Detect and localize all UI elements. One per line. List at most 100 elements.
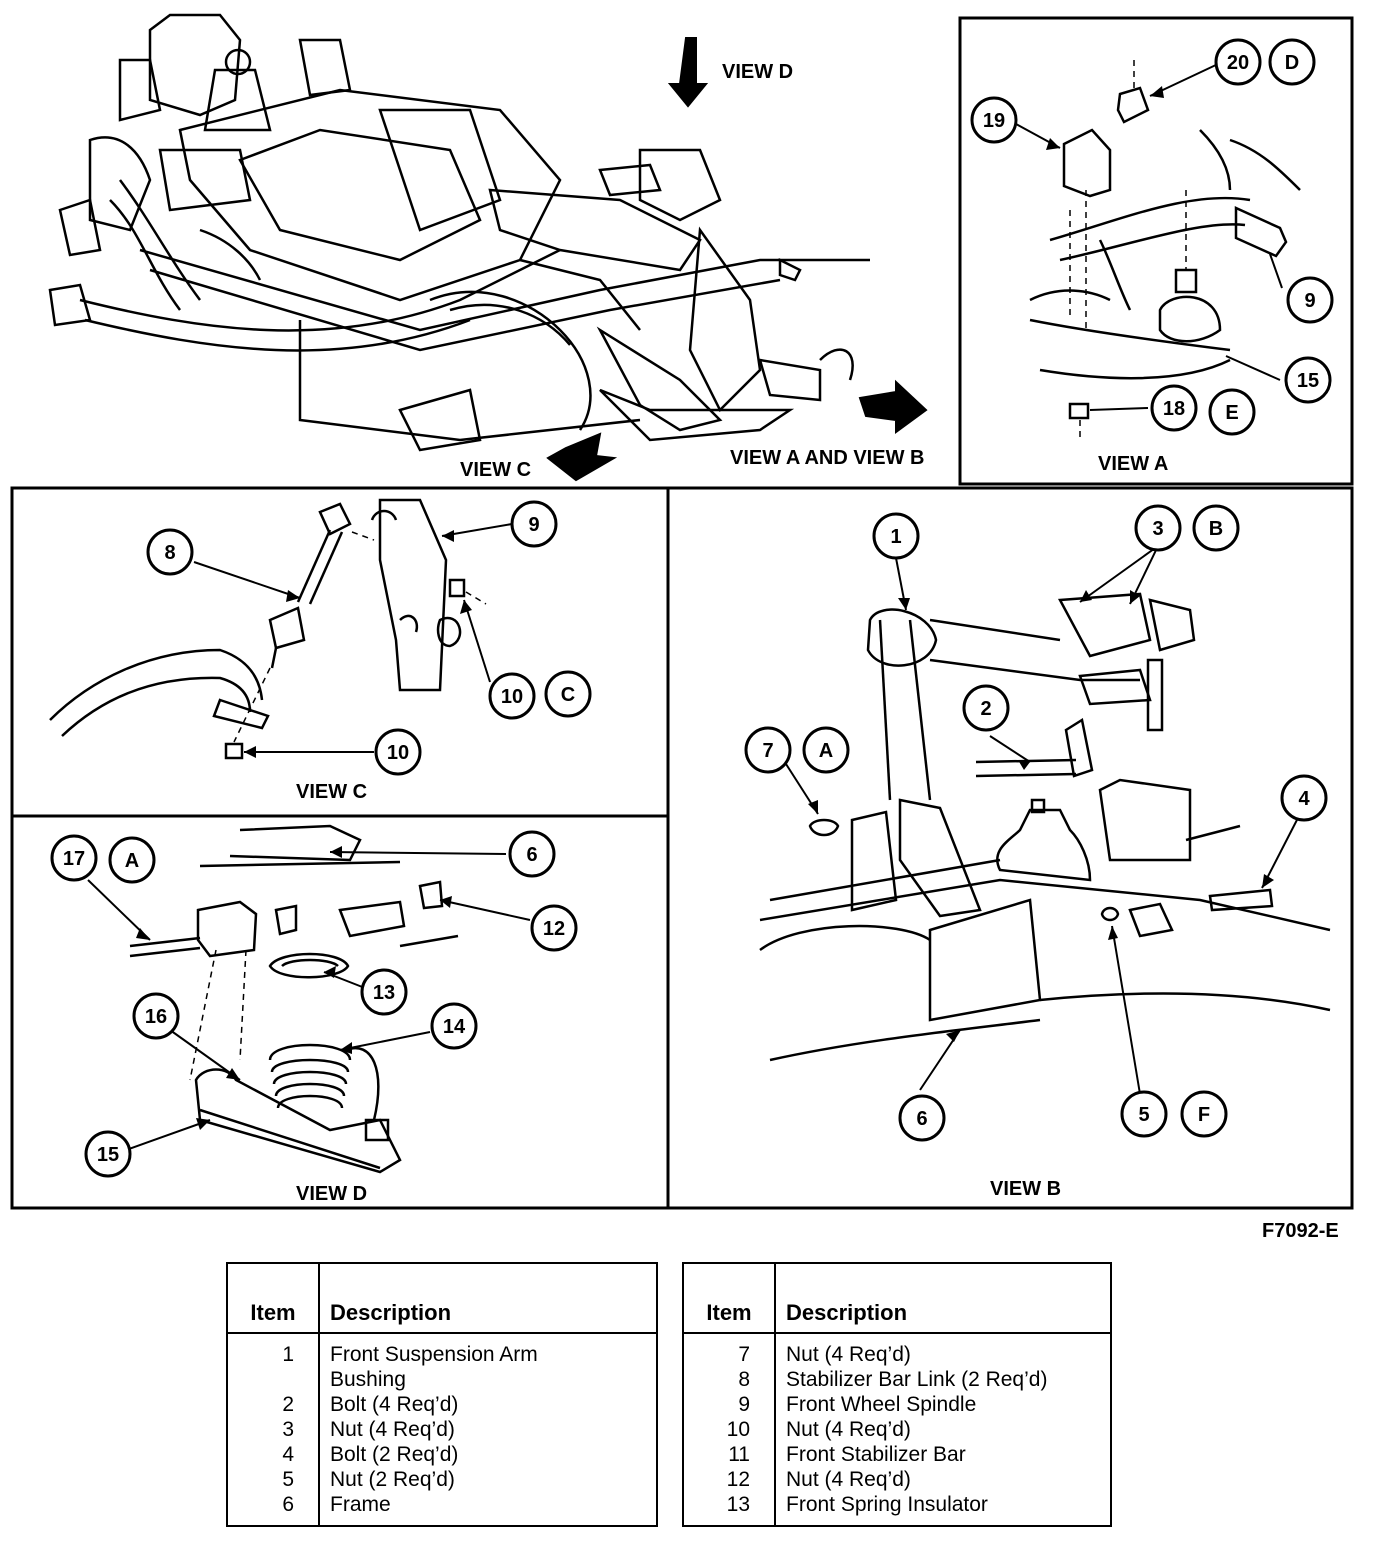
legend-row: 11 Front Stabilizer Bar — [683, 1442, 1111, 1467]
view-b-panel — [666, 486, 1354, 1210]
legend-item-number: 7 — [683, 1333, 776, 1367]
legend-header-description: Description — [319, 1263, 657, 1334]
legend-table-left: Item Description 1 Front Suspension Arm B… — [226, 1262, 658, 1527]
callout-10b: 10 — [387, 742, 409, 764]
legend-row: 3 Nut (4 Req’d) — [227, 1417, 657, 1442]
legend-row: 4 Bolt (2 Req’d) — [227, 1442, 657, 1467]
legend-item-description: Bolt (4 Req’d) — [330, 1393, 459, 1416]
view-d-arrow-icon — [667, 37, 709, 108]
callout-2: 2 — [980, 698, 991, 720]
view-a-panel — [958, 16, 1354, 486]
figure-id: F7092-E — [1262, 1220, 1339, 1242]
callout-13: 13 — [373, 982, 395, 1004]
label-view-d-arrow: VIEW D — [722, 61, 793, 83]
view-d-dash-lines — [189, 949, 247, 1081]
legend-item-number: 11 — [683, 1442, 776, 1467]
legend-item-number: 1 — [227, 1333, 320, 1367]
legend-item-description: Frame — [330, 1493, 391, 1516]
view-arrows — [546, 37, 928, 482]
overview-illustration — [48, 13, 870, 452]
view-a-dash-lines — [1069, 60, 1187, 440]
callout-letter-a2: A — [819, 740, 833, 762]
legend-header-item: Item — [683, 1263, 776, 1334]
legend-item-description: Nut (4 Req’d) — [786, 1468, 911, 1491]
callout-19: 19 — [983, 110, 1005, 132]
callout-17: 17 — [63, 848, 85, 870]
legend-item-description: Bolt (2 Req’d) — [330, 1443, 459, 1466]
callout-4: 4 — [1298, 788, 1310, 810]
callout-circles — [50, 38, 1334, 1178]
leader-arrowheads — [136, 86, 1274, 1130]
callout-3: 3 — [1152, 518, 1163, 540]
callout-letter-f: F — [1198, 1104, 1210, 1126]
legend-row: 1 Front Suspension Arm — [227, 1333, 657, 1367]
legend-item-number: 4 — [227, 1442, 320, 1467]
callout-7: 7 — [762, 740, 773, 762]
legend-row: 10 Nut (4 Req’d) — [683, 1417, 1111, 1442]
callout-12: 12 — [543, 918, 565, 940]
callout-18: 18 — [1163, 398, 1185, 420]
legend-item-description: Nut (4 Req’d) — [786, 1343, 911, 1366]
legend-row: 6 Frame — [227, 1492, 657, 1526]
legend-item-number: 13 — [683, 1492, 776, 1526]
legend-item-description: Nut (4 Req’d) — [786, 1418, 911, 1441]
callout-10: 10 — [501, 686, 523, 708]
legend-row: 13 Front Spring Insulator — [683, 1492, 1111, 1526]
callout-8: 8 — [164, 542, 175, 564]
legend-item-description: Nut (2 Req’d) — [330, 1468, 455, 1491]
callout-9b: 9 — [528, 514, 539, 536]
legend-row: 9 Front Wheel Spindle — [683, 1392, 1111, 1417]
legend-item-description: Front Stabilizer Bar — [786, 1443, 966, 1466]
callout-14: 14 — [443, 1016, 466, 1038]
legend-item-number — [227, 1367, 320, 1392]
view-c-illustration — [49, 498, 466, 760]
callout-letter-d: D — [1285, 52, 1299, 74]
legend-item-number: 6 — [227, 1492, 320, 1526]
callout-letter-a: A — [125, 850, 139, 872]
legend-header-item: Item — [227, 1263, 320, 1334]
label-view-c: VIEW C — [296, 781, 367, 803]
label-view-b: VIEW B — [990, 1178, 1061, 1200]
legend-item-number: 12 — [683, 1467, 776, 1492]
label-view-c-arrow: VIEW C — [460, 459, 531, 481]
callout-16: 16 — [145, 1006, 167, 1028]
view-d-illustration — [129, 824, 459, 1174]
callout-5: 5 — [1138, 1104, 1149, 1126]
view-a-illustration — [1029, 86, 1301, 420]
legend-row: 12 Nut (4 Req’d) — [683, 1467, 1111, 1492]
legend-item-number: 8 — [683, 1367, 776, 1392]
label-view-ab-arrow: VIEW A AND VIEW B — [730, 447, 924, 469]
legend-item-number: 10 — [683, 1417, 776, 1442]
view-ab-arrow-icon — [858, 379, 928, 434]
legend-item-number: 5 — [227, 1467, 320, 1492]
label-view-d: VIEW D — [296, 1183, 367, 1205]
legend-row: 2 Bolt (4 Req’d) — [227, 1392, 657, 1417]
legend-item-description: Front Wheel Spindle — [786, 1393, 977, 1416]
callout-20: 20 — [1227, 52, 1249, 74]
legend-item-description: Front Spring Insulator — [786, 1493, 988, 1516]
callout-1: 1 — [890, 526, 901, 548]
legend-item-number: 9 — [683, 1392, 776, 1417]
callout-6b: 6 — [916, 1108, 927, 1130]
label-view-a: VIEW A — [1098, 453, 1168, 475]
legend-item-description: Nut (4 Req’d) — [330, 1418, 455, 1441]
legend-item-description: Bushing — [330, 1368, 406, 1391]
legend-row: Bushing — [227, 1367, 657, 1392]
view-b-illustration — [759, 592, 1331, 1062]
legend-item-number: 2 — [227, 1392, 320, 1417]
legend-item-description: Front Suspension Arm — [330, 1343, 538, 1366]
callout-15b: 15 — [97, 1144, 119, 1166]
view-c-arrow-icon — [546, 432, 618, 482]
legend-item-number: 3 — [227, 1417, 320, 1442]
callout-letter-e: E — [1225, 402, 1238, 424]
legend-row: 5 Nut (2 Req’d) — [227, 1467, 657, 1492]
leader-lines — [87, 63, 1301, 1151]
legend-row: 7 Nut (4 Req’d) — [683, 1333, 1111, 1367]
callout-9: 9 — [1304, 290, 1315, 312]
view-c-dash-lines — [233, 531, 487, 743]
callout-6: 6 — [526, 844, 537, 866]
callout-15: 15 — [1297, 370, 1319, 392]
